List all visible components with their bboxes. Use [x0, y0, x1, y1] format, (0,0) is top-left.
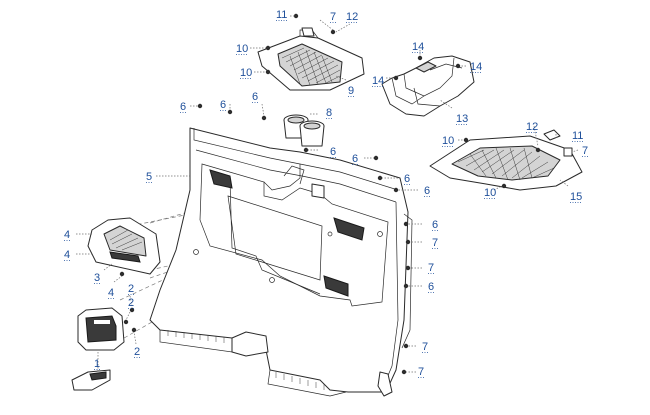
- callout-7[interactable]: 7: [422, 341, 429, 353]
- callout-number[interactable]: 12: [526, 121, 538, 133]
- callout-10[interactable]: 10: [484, 187, 497, 199]
- callout-7[interactable]: 7: [582, 145, 589, 157]
- callout-number[interactable]: 4: [64, 249, 70, 261]
- callout-number[interactable]: 6: [252, 91, 258, 103]
- callout-7[interactable]: 7: [432, 237, 439, 249]
- callout-10[interactable]: 10: [442, 135, 455, 147]
- callout-7[interactable]: 7: [330, 11, 337, 23]
- callout-number[interactable]: 2: [128, 297, 134, 309]
- callout-15[interactable]: 15: [570, 191, 583, 203]
- callout-6[interactable]: 6: [330, 146, 337, 158]
- callout-number[interactable]: 6: [432, 219, 438, 231]
- callout-4[interactable]: 4: [64, 229, 71, 241]
- callout-6[interactable]: 6: [252, 91, 259, 103]
- callout-11[interactable]: 11: [276, 9, 289, 21]
- callout-number[interactable]: 7: [418, 366, 424, 378]
- callout-number[interactable]: 2: [128, 283, 134, 295]
- callout-number[interactable]: 6: [352, 153, 358, 165]
- callout-number[interactable]: 11: [276, 9, 287, 21]
- storage-door-part-3: [87, 217, 161, 275]
- callout-number[interactable]: 7: [330, 11, 336, 23]
- callout-6[interactable]: 6: [424, 185, 431, 197]
- callout-10[interactable]: 10: [236, 43, 249, 55]
- callout-6[interactable]: 6: [428, 281, 435, 293]
- callout-number[interactable]: 13: [456, 113, 468, 125]
- callout-6[interactable]: 6: [352, 153, 359, 165]
- callout-number[interactable]: 6: [220, 99, 226, 111]
- cover-part-13: [381, 55, 475, 117]
- callout-number[interactable]: 6: [180, 101, 186, 113]
- callout-6[interactable]: 6: [220, 99, 227, 111]
- callout-number[interactable]: 10: [240, 67, 252, 79]
- callout-number[interactable]: 15: [570, 191, 582, 203]
- callout-number[interactable]: 7: [428, 262, 434, 274]
- latch-part-1: [71, 307, 125, 391]
- callout-number[interactable]: 2: [134, 346, 140, 358]
- callout-number[interactable]: 8: [326, 107, 332, 119]
- callout-number[interactable]: 7: [422, 341, 428, 353]
- callout-number[interactable]: 14: [372, 75, 384, 87]
- callout-14[interactable]: 14: [372, 75, 385, 87]
- callout-number[interactable]: 12: [346, 11, 358, 23]
- callout-9[interactable]: 9: [348, 85, 355, 97]
- callout-14[interactable]: 14: [412, 41, 425, 53]
- callout-number[interactable]: 7: [432, 237, 438, 249]
- callout-number[interactable]: 4: [108, 287, 114, 299]
- callout-5[interactable]: 5: [146, 171, 153, 183]
- callout-number[interactable]: 10: [236, 43, 248, 55]
- callout-number[interactable]: 6: [428, 281, 434, 293]
- callout-number[interactable]: 6: [424, 185, 430, 197]
- callout-number[interactable]: 9: [348, 85, 354, 97]
- callout-10[interactable]: 10: [240, 67, 253, 79]
- callout-2[interactable]: 2: [128, 297, 135, 309]
- callout-number[interactable]: 10: [442, 135, 454, 147]
- callout-6[interactable]: 6: [180, 101, 187, 113]
- callout-7[interactable]: 7: [418, 366, 425, 378]
- callout-6[interactable]: 6: [404, 173, 411, 185]
- callout-14[interactable]: 14: [470, 61, 483, 73]
- callout-6[interactable]: 6: [432, 219, 439, 231]
- callout-2[interactable]: 2: [128, 283, 135, 295]
- callout-12[interactable]: 12: [346, 11, 359, 23]
- callout-number[interactable]: 7: [582, 145, 588, 157]
- floor-tray-part-15: [429, 129, 583, 191]
- callout-number[interactable]: 10: [484, 187, 496, 199]
- fasteners: [119, 13, 541, 375]
- callout-3[interactable]: 3: [94, 272, 101, 284]
- floor-tray-part-9: [257, 27, 365, 91]
- callout-8[interactable]: 8: [326, 107, 333, 119]
- callout-number[interactable]: 14: [470, 61, 482, 73]
- callout-4[interactable]: 4: [108, 287, 115, 299]
- callout-number[interactable]: 1: [94, 358, 100, 370]
- rear-panel-part-5: [149, 127, 413, 397]
- callout-13[interactable]: 13: [456, 113, 469, 125]
- callout-number[interactable]: 14: [412, 41, 424, 53]
- callout-12[interactable]: 12: [526, 121, 539, 133]
- callout-4[interactable]: 4: [64, 249, 71, 261]
- callout-number[interactable]: 5: [146, 171, 152, 183]
- callout-number[interactable]: 3: [94, 272, 100, 284]
- callout-number[interactable]: 6: [404, 173, 410, 185]
- callout-11[interactable]: 11: [572, 130, 585, 142]
- leader-lines: [76, 15, 579, 373]
- callout-2[interactable]: 2: [134, 346, 141, 358]
- callout-7[interactable]: 7: [428, 262, 435, 274]
- cup-holders-part-8: [283, 114, 325, 147]
- callout-number[interactable]: 6: [330, 146, 336, 158]
- callout-1[interactable]: 1: [94, 358, 101, 370]
- callout-number[interactable]: 4: [64, 229, 70, 241]
- callout-number[interactable]: 11: [572, 130, 583, 142]
